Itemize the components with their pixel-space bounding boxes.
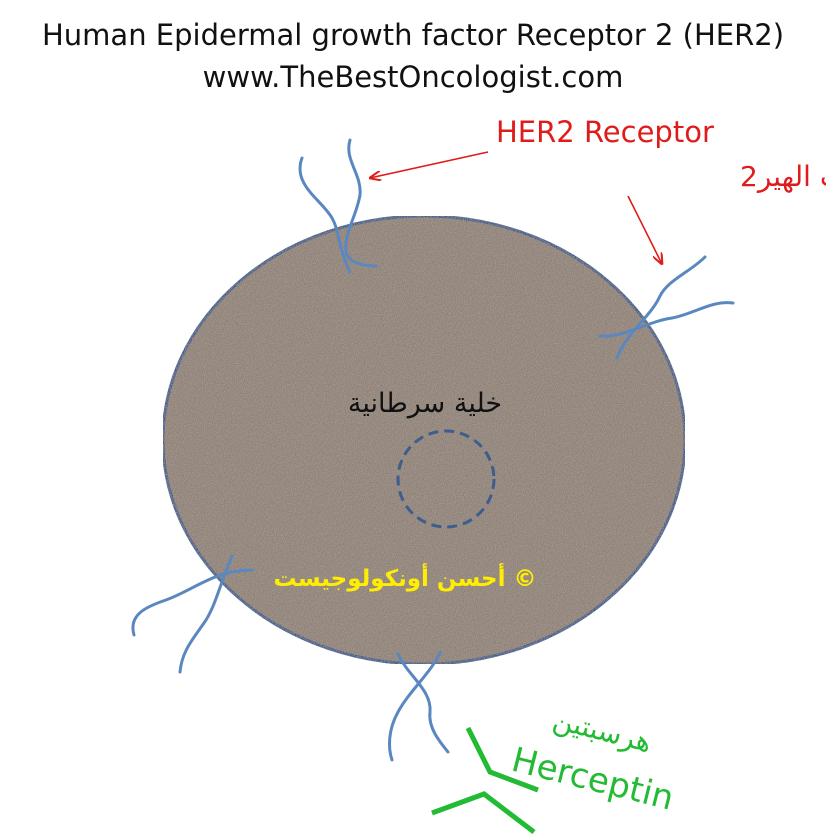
herceptin-label-en: Herceptin bbox=[508, 740, 678, 819]
her2-receptor-top bbox=[298, 138, 378, 274]
website-url: www.TheBestOncologist.com bbox=[202, 60, 624, 94]
receptor-arrow-top bbox=[370, 151, 489, 178]
cancer-cell bbox=[161, 214, 687, 666]
her2-receptor-left bbox=[131, 554, 254, 674]
her2-receptor-right bbox=[598, 255, 735, 360]
watermark: أحسن أونكولوجيست © bbox=[274, 562, 537, 592]
cell-nucleus bbox=[396, 429, 496, 529]
herceptin-antibody bbox=[431, 726, 539, 834]
herceptin-label-ar: هرسبتين bbox=[550, 703, 655, 759]
receptor-label-ar: مستقبلات الهير2 bbox=[740, 160, 826, 193]
her2-receptor-bottom bbox=[388, 650, 450, 762]
cell-label-ar: خلية سرطانية bbox=[348, 388, 502, 419]
receptor-label-en: HER2 Receptor bbox=[496, 115, 714, 149]
receptor-arrow-right bbox=[627, 195, 662, 264]
diagram-title: Human Epidermal growth factor Receptor 2… bbox=[41, 18, 785, 52]
